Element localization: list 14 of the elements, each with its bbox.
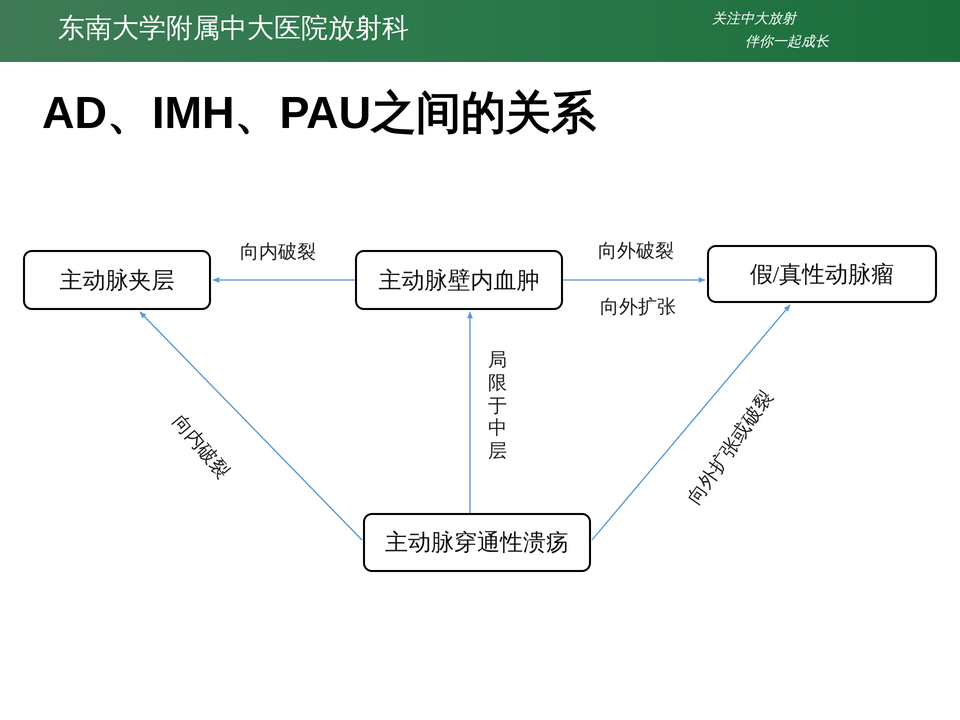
arrow-note: 向外扩张 [600, 298, 676, 319]
arrow [563, 277, 706, 283]
arrow [140, 312, 362, 540]
arrow [467, 311, 473, 513]
process-box: 主动脉壁内血肿 [355, 250, 563, 310]
header-title: 东南大学附属中大医院放射科 [58, 14, 409, 44]
process-box: 主动脉夹层 [23, 250, 211, 310]
process-box: 假/真性动脉瘤 [707, 245, 937, 303]
slogan-text: 关注中大放射 [712, 12, 796, 28]
arrow [592, 304, 790, 540]
slide-title: AD、IMH、PAU之间的关系 [42, 88, 596, 138]
arrow [212, 277, 355, 283]
slogan-text: 伴你一起成长 [745, 35, 829, 50]
process-box: 主动脉穿通性溃疡 [363, 513, 591, 572]
